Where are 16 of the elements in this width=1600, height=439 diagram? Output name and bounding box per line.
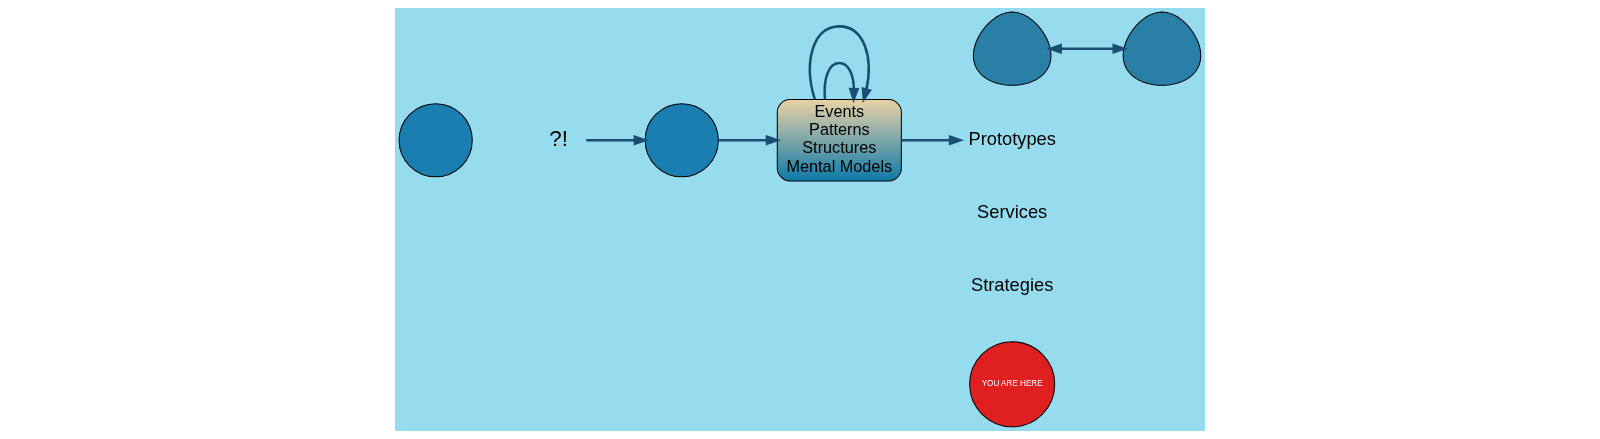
node-circle: YOU ARE HERE (969, 341, 1056, 428)
node-text: Services (977, 200, 1048, 222)
node-text: ?! (549, 125, 569, 151)
node-box: Events Patterns Structures Mental Models (776, 99, 902, 182)
node-person (1122, 11, 1202, 86)
arrow (808, 25, 872, 104)
node-circle (398, 103, 473, 178)
arrow (1046, 43, 1128, 55)
node-text: Strategies (970, 274, 1054, 296)
arrow (823, 61, 860, 104)
node-person (972, 11, 1052, 86)
arrow (901, 134, 965, 146)
node-circle (644, 103, 719, 178)
node-text: Prototypes (968, 127, 1056, 149)
arrow (718, 134, 781, 146)
arrow (586, 134, 649, 146)
